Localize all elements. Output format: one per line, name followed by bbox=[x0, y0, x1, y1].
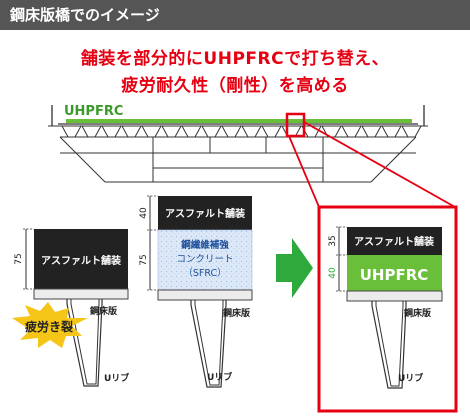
bridge-uhpfrc-label: UHPFRC bbox=[64, 104, 123, 119]
asphalt-label: アスファルト舗装 bbox=[165, 207, 245, 220]
transition-arrow bbox=[276, 238, 313, 298]
callout-line-left bbox=[288, 135, 320, 208]
rib-label: Uリブ bbox=[104, 372, 129, 384]
uhpfrc-label: UHPFRC bbox=[360, 266, 429, 284]
callout-line-right bbox=[303, 121, 456, 208]
steel-deck bbox=[33, 288, 129, 300]
sfrc-label-line-3: （SFRC） bbox=[183, 267, 226, 279]
steel-deck bbox=[157, 289, 253, 301]
header-title: 鋼床版橋でのイメージ bbox=[10, 6, 160, 24]
callout-frame bbox=[317, 205, 458, 413]
callout-source-box bbox=[285, 112, 306, 138]
sfrc-label-line-2: コンクリート bbox=[176, 254, 233, 265]
sfrc-layer bbox=[157, 229, 253, 291]
dimension-40: 40 bbox=[328, 267, 338, 279]
headline-line-2: 疲労耐久性（剛性）を高める bbox=[121, 76, 349, 96]
rib-label: Uリブ bbox=[207, 371, 232, 383]
u-rib bbox=[371, 301, 407, 389]
dimension-40: 40 bbox=[139, 207, 149, 219]
u-rib-inner bbox=[375, 301, 404, 387]
asphalt-layer bbox=[34, 229, 128, 289]
asphalt-label: アスファルト舗装 bbox=[41, 254, 121, 267]
rib-label: Uリブ bbox=[398, 372, 423, 384]
header-bar: 鋼床版橋でのイメージ bbox=[0, 0, 470, 30]
headline-line-1: 舗装を部分的にUHPFRCで打ち替え、 bbox=[80, 49, 390, 69]
section-uhpfrc: アスファルト舗装 UHPFRC 35 40 鋼床版 Uリブ bbox=[328, 226, 443, 389]
deck-label: 鋼床版 bbox=[222, 307, 250, 319]
callout bbox=[285, 112, 458, 413]
section-existing: アスファルト舗装 75 鋼床版 Uリブ 疲労き裂 bbox=[12, 228, 129, 387]
asphalt-label: アスファルト舗装 bbox=[354, 235, 434, 248]
uhpfrc-layer bbox=[347, 255, 442, 291]
fatigue-crack-burst bbox=[12, 302, 88, 348]
u-rib-inner bbox=[70, 299, 100, 385]
dimension-35: 35 bbox=[328, 235, 338, 246]
steel-deck bbox=[346, 290, 443, 302]
u-rib bbox=[66, 299, 103, 387]
section-sfrc: アスファルト舗装 鋼繊維補強 コンクリート （SFRC） 40 75 鋼床版 U… bbox=[139, 195, 253, 388]
bridge-cross-section: UHPFRC bbox=[48, 104, 428, 183]
deck-label: 鋼床版 bbox=[403, 307, 431, 319]
sfrc-label-line-1: 鋼繊維補強 bbox=[180, 239, 229, 251]
u-rib-inner bbox=[194, 300, 224, 386]
dimension-75: 75 bbox=[14, 253, 24, 264]
asphalt-layer bbox=[347, 227, 442, 255]
asphalt-layer bbox=[158, 196, 252, 230]
dimension-75: 75 bbox=[139, 254, 149, 265]
deck-label: 鋼床版 bbox=[89, 305, 117, 317]
u-rib bbox=[190, 300, 227, 388]
fatigue-crack-label: 疲労き裂 bbox=[25, 319, 73, 334]
